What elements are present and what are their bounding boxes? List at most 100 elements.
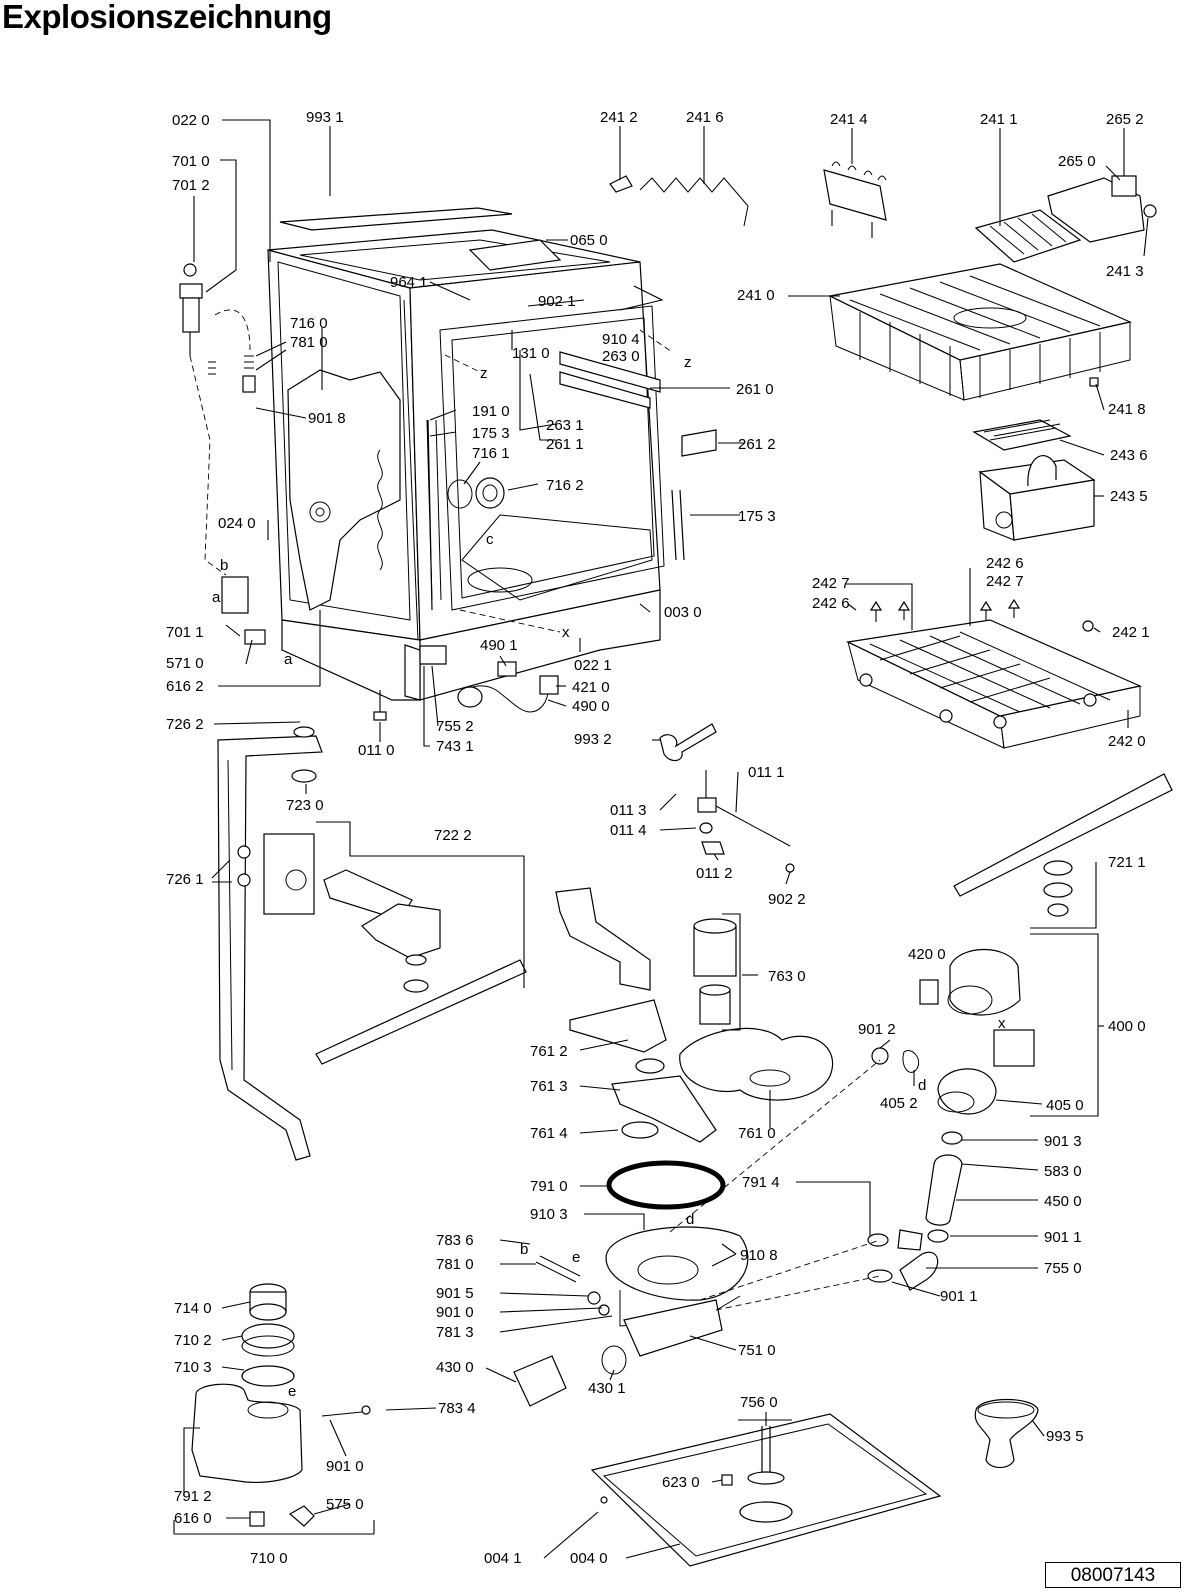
callout-label: 714 0 bbox=[174, 1300, 212, 1317]
callout-label: 901 8 bbox=[308, 410, 346, 427]
callout-label: 011 3 bbox=[610, 802, 646, 819]
callout-label: 265 2 bbox=[1106, 111, 1144, 128]
callout-label: 710 2 bbox=[174, 1332, 212, 1349]
callout-label: 242 0 bbox=[1108, 733, 1146, 750]
callout-label: x bbox=[998, 1015, 1006, 1032]
callout-label: 011 0 bbox=[358, 742, 394, 759]
callout-label: 993 1 bbox=[306, 109, 344, 126]
callout-label: 241 2 bbox=[600, 109, 638, 126]
callout-label: 783 4 bbox=[438, 1400, 476, 1417]
callout-label: 710 3 bbox=[174, 1359, 212, 1376]
callout-label: 901 1 bbox=[940, 1288, 978, 1305]
callout-label: 723 0 bbox=[286, 797, 324, 814]
callout-label: z bbox=[480, 365, 488, 382]
cabinet-tub-drawing bbox=[179, 207, 717, 762]
callout-label: 265 0 bbox=[1058, 153, 1096, 170]
callout-label: 261 1 bbox=[546, 436, 584, 453]
callout-label: 716 0 bbox=[290, 315, 328, 332]
callout-label: 003 0 bbox=[664, 604, 702, 621]
callout-label: e bbox=[288, 1383, 296, 1400]
callout-label: 022 0 bbox=[172, 112, 210, 129]
callout-label: 751 0 bbox=[738, 1342, 776, 1359]
callout-label: 242 7 bbox=[986, 573, 1024, 590]
callout-label: 755 2 bbox=[436, 718, 474, 735]
callout-label: 430 1 bbox=[588, 1380, 626, 1397]
callout-label: 743 1 bbox=[436, 738, 474, 755]
callout-label: 490 1 bbox=[480, 637, 518, 654]
spray-arm-drawing bbox=[217, 726, 1173, 1161]
callout-label: 420 0 bbox=[908, 946, 946, 963]
callout-label: 263 1 bbox=[546, 417, 584, 434]
callout-label: 004 0 bbox=[570, 1550, 608, 1567]
callout-labels: 022 0 993 1 701 0 701 2 065 0 964 1 902 … bbox=[166, 109, 1150, 1567]
callout-label: 450 0 bbox=[1044, 1193, 1082, 1210]
callout-label: 964 1 bbox=[390, 274, 428, 291]
callout-label: 902 2 bbox=[768, 891, 806, 908]
callout-label: 901 5 bbox=[436, 1285, 474, 1302]
callout-label: 405 2 bbox=[880, 1095, 918, 1112]
callout-label: 024 0 bbox=[218, 515, 256, 532]
callout-label: 241 6 bbox=[686, 109, 724, 126]
callout-label: 243 6 bbox=[1110, 447, 1148, 464]
callout-label: 901 3 bbox=[1044, 1133, 1082, 1150]
callout-label: a bbox=[284, 651, 293, 668]
callout-label: 791 4 bbox=[742, 1174, 780, 1191]
callout-label: 131 0 bbox=[512, 345, 550, 362]
callout-label: 761 4 bbox=[530, 1125, 568, 1142]
callout-label: 902 1 bbox=[538, 293, 576, 310]
document-number: 08007143 bbox=[1045, 1562, 1181, 1588]
callout-label: 241 1 bbox=[980, 111, 1018, 128]
callout-label: 242 7 bbox=[812, 575, 850, 592]
callout-label: x bbox=[562, 624, 570, 641]
callout-label: 726 2 bbox=[166, 716, 204, 733]
callout-label: 901 2 bbox=[858, 1021, 896, 1038]
callout-label: 701 1 bbox=[166, 624, 204, 641]
callout-label: 781 0 bbox=[436, 1256, 474, 1273]
callout-label: 701 2 bbox=[172, 177, 210, 194]
callout-label: 791 0 bbox=[530, 1178, 568, 1195]
callout-label: 011 4 bbox=[610, 822, 646, 839]
callout-label: 781 3 bbox=[436, 1324, 474, 1341]
callout-label: 421 0 bbox=[572, 679, 610, 696]
callout-label: e bbox=[572, 1249, 580, 1266]
callout-label: 910 4 bbox=[602, 331, 640, 348]
callout-label: 242 6 bbox=[986, 555, 1024, 572]
callout-label: 022 1 bbox=[574, 657, 612, 674]
callout-label: 243 5 bbox=[1110, 488, 1148, 505]
water-softener-drawing bbox=[191, 1283, 371, 1527]
callout-label: a bbox=[212, 589, 221, 606]
callout-label: 004 1 bbox=[484, 1550, 522, 1567]
callout-label: 791 2 bbox=[174, 1488, 212, 1505]
callout-label: 261 2 bbox=[738, 436, 776, 453]
callout-label: 910 3 bbox=[530, 1206, 568, 1223]
callout-label: 405 0 bbox=[1046, 1097, 1084, 1114]
callout-label: 583 0 bbox=[1044, 1163, 1082, 1180]
callout-label: 011 2 bbox=[696, 865, 732, 882]
callout-label: 783 6 bbox=[436, 1232, 474, 1249]
callout-label: 623 0 bbox=[662, 1474, 700, 1491]
callout-label: 191 0 bbox=[472, 403, 510, 420]
callout-label: 993 5 bbox=[1046, 1428, 1084, 1445]
callout-label: 616 0 bbox=[174, 1510, 212, 1527]
callout-label: 261 0 bbox=[736, 381, 774, 398]
callout-label: d bbox=[686, 1211, 694, 1228]
callout-label: 701 0 bbox=[172, 153, 210, 170]
callout-label: 761 3 bbox=[530, 1078, 568, 1095]
callout-label: 616 2 bbox=[166, 678, 204, 695]
callout-label: 901 0 bbox=[326, 1458, 364, 1475]
callout-label: 241 8 bbox=[1108, 401, 1146, 418]
callout-label: 716 1 bbox=[472, 445, 510, 462]
callout-label: 721 1 bbox=[1108, 854, 1146, 871]
upper-basket-drawing bbox=[609, 161, 1157, 541]
sump-pump-drawing bbox=[513, 770, 1039, 1469]
callout-label: 993 2 bbox=[574, 731, 612, 748]
callout-label: 756 0 bbox=[740, 1394, 778, 1411]
callout-label: 910 8 bbox=[740, 1247, 778, 1264]
base-pan-drawing bbox=[590, 1413, 942, 1567]
callout-label: 575 0 bbox=[326, 1496, 364, 1513]
callout-label: 726 1 bbox=[166, 871, 204, 888]
callout-label: 242 6 bbox=[812, 595, 850, 612]
callout-label: 722 2 bbox=[434, 827, 472, 844]
